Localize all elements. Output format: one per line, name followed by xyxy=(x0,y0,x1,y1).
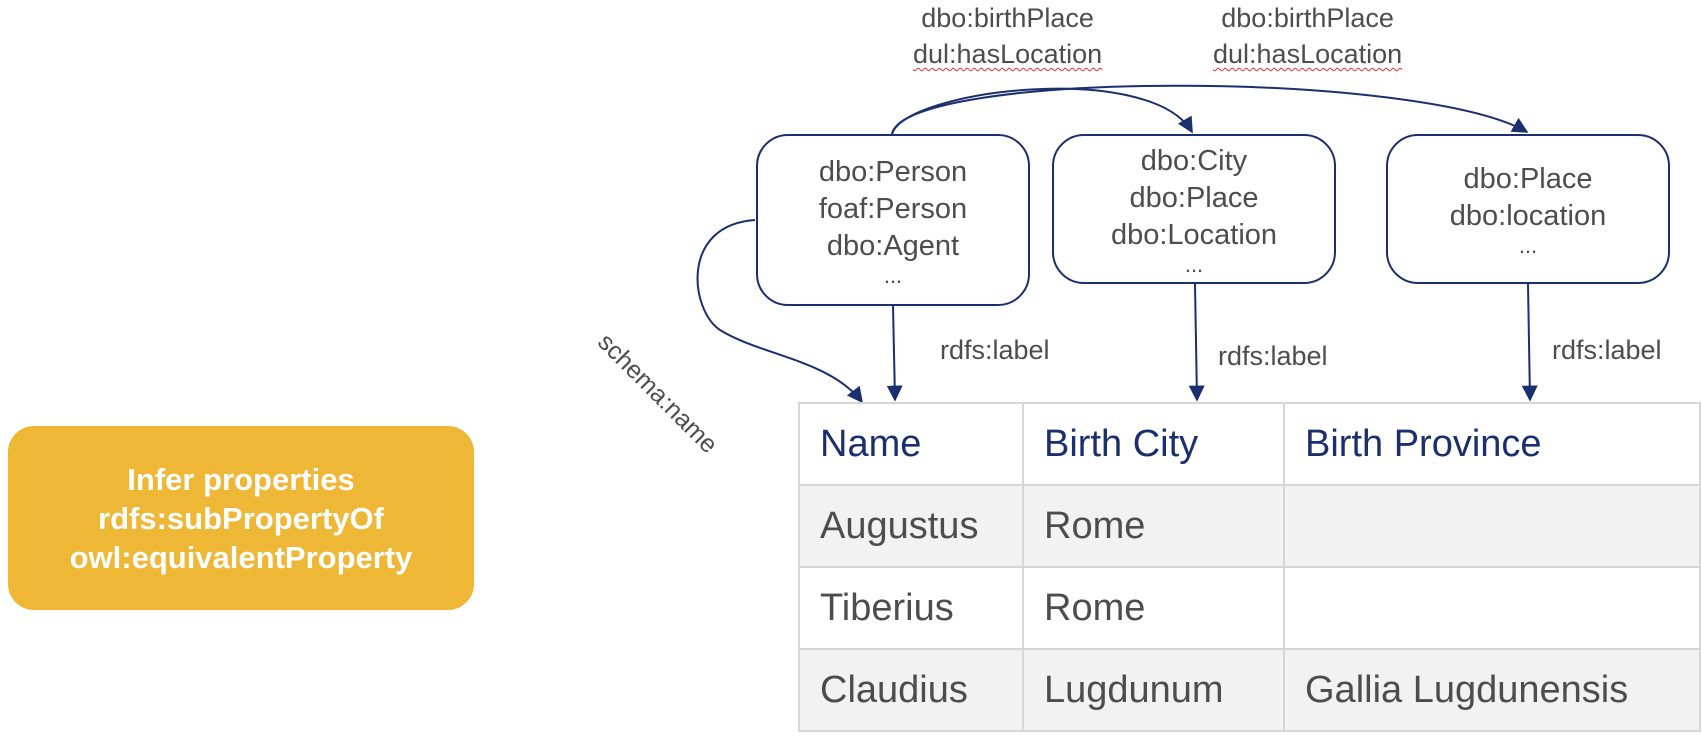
badge-equivalent: owl:equivalentProperty xyxy=(69,539,413,575)
badge-subproperty: rdfs:subPropertyOf xyxy=(98,500,384,536)
infer-properties-badge: Infer properties rdfs:subPropertyOf owl:… xyxy=(8,426,474,610)
cell-name: Augustus xyxy=(798,484,1024,568)
cell-birth-city: Rome xyxy=(1022,484,1285,568)
badge-title: Infer properties xyxy=(127,461,355,497)
cell-name: Claudius xyxy=(798,648,1024,732)
node-place-line2: dbo:location xyxy=(1449,200,1607,232)
table-header-row: Name Birth City Birth Province xyxy=(798,402,1701,486)
node-place-line1: dbo:Place xyxy=(1463,163,1593,195)
cell-birth-province xyxy=(1283,566,1701,650)
header-birth-province: Birth Province xyxy=(1283,402,1701,486)
schema-name-label: schema:name xyxy=(592,328,724,459)
table-row: Augustus Rome xyxy=(798,484,1701,568)
birthplace-province-line2: dul:hasLocation xyxy=(1213,39,1403,69)
node-person-line3: dbo:Agent xyxy=(826,229,960,262)
birthplace-province-line1: dbo:birthPlace xyxy=(1221,3,1394,33)
edge-city-label xyxy=(1188,283,1205,402)
cell-name: Tiberius xyxy=(798,566,1024,650)
node-place: dbo:Place dbo:location ... xyxy=(1386,134,1670,284)
rdfs-label-name: rdfs:label xyxy=(940,335,1050,365)
node-city: dbo:City dbo:Place dbo:Location ... xyxy=(1052,134,1336,284)
header-name: Name xyxy=(798,402,1024,486)
node-person: dbo:Person foaf:Person dbo:Agent ... xyxy=(756,134,1030,306)
node-city-line2: dbo:Place xyxy=(1129,181,1259,214)
node-person-more: ... xyxy=(883,262,903,288)
edge-birthplace-city xyxy=(891,87,1193,135)
label-birthplace-city: dbo:birthPlace dul:hasLocation xyxy=(913,0,1102,72)
birthplace-city-line2: dul:hasLocation xyxy=(913,39,1103,69)
node-city-more: ... xyxy=(1184,251,1204,277)
label-birthplace-province: dbo:birthPlace dul:hasLocation xyxy=(1213,0,1402,72)
rdfs-label-city: rdfs:label xyxy=(1218,341,1328,371)
node-city-line3: dbo:Location xyxy=(1110,218,1278,251)
cell-birth-province xyxy=(1283,484,1701,568)
birthplace-city-line1: dbo:birthPlace xyxy=(921,3,1094,33)
edge-birthplace-province xyxy=(891,84,1529,135)
rdfs-label-province: rdfs:label xyxy=(1552,335,1662,365)
cell-birth-province: Gallia Lugdunensis xyxy=(1283,648,1701,732)
emperors-table: Name Birth City Birth Province Augustus … xyxy=(798,402,1701,732)
node-person-line2: foaf:Person xyxy=(818,192,968,225)
table-row: Claudius Lugdunum Gallia Lugdunensis xyxy=(798,648,1701,732)
edge-province-label xyxy=(1521,283,1538,402)
header-birth-city: Birth City xyxy=(1022,402,1285,486)
node-city-line1: dbo:City xyxy=(1140,144,1248,177)
edge-name-label xyxy=(886,305,903,402)
cell-birth-city: Lugdunum xyxy=(1022,648,1285,732)
cell-birth-city: Rome xyxy=(1022,566,1285,650)
node-person-line1: dbo:Person xyxy=(818,155,968,188)
table-row: Tiberius Rome xyxy=(798,566,1701,650)
node-place-more: ... xyxy=(1518,233,1538,258)
